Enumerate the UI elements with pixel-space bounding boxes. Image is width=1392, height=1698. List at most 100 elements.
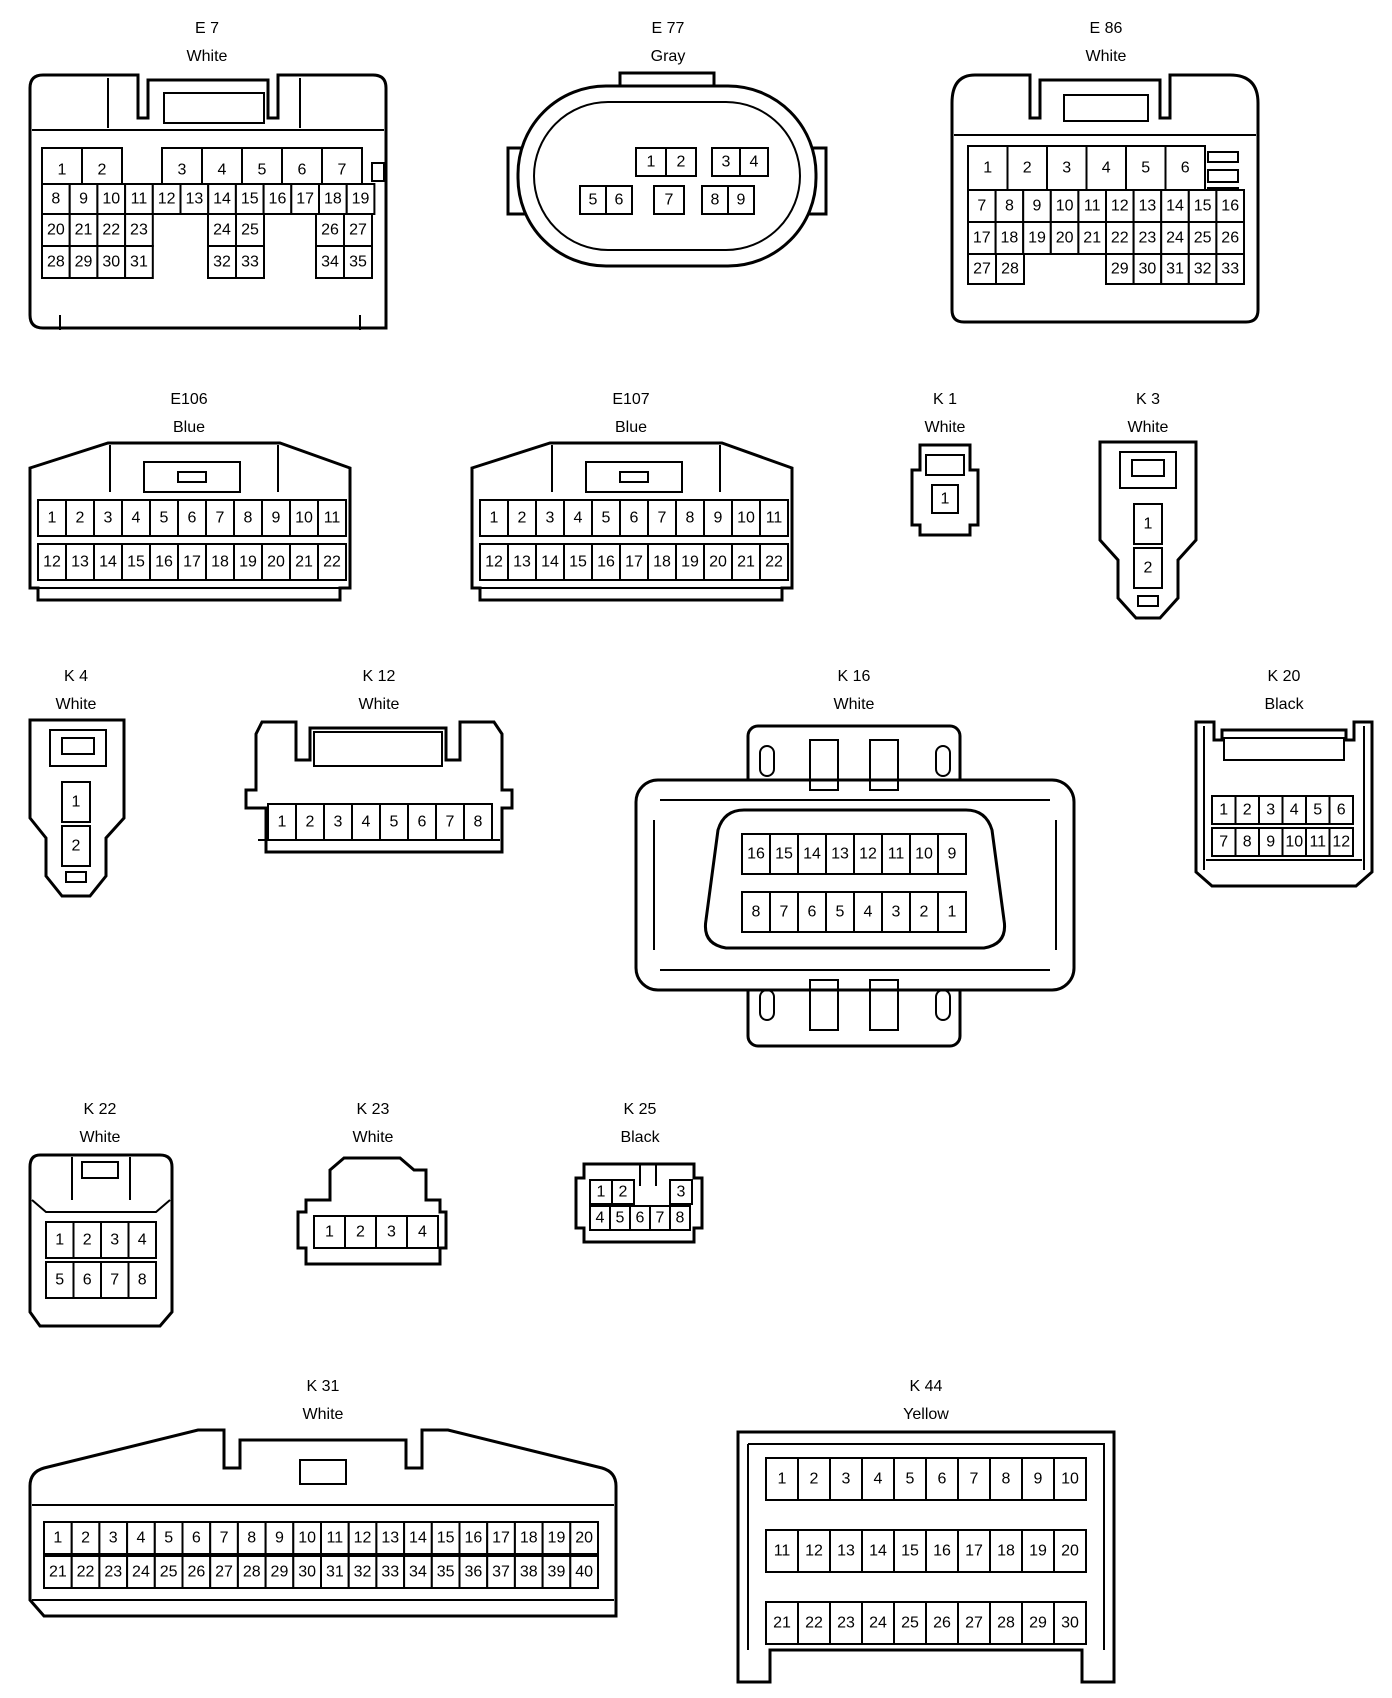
e7-pin-label: 26 [321,222,339,239]
e86-pin-label: 20 [1056,230,1074,247]
k23-pin-cell [375,1215,408,1249]
e77-pin-label: 4 [750,154,759,171]
k23-pin-label: 4 [418,1224,427,1241]
e106-pin-label: 14 [99,554,117,571]
k3-pin-cell [1133,503,1163,545]
k25-pin-label: 2 [619,1184,628,1201]
k31-pin-label: 22 [77,1564,95,1581]
connector-e107-code: E107 [612,391,649,408]
e7-pin-label: 32 [213,254,231,271]
k31-pin-label: 6 [192,1530,201,1547]
e106-pin-label: 3 [104,510,113,527]
k31-pin-label: 32 [354,1564,372,1581]
k22-pin-label: 8 [138,1272,147,1289]
e7-pin-cell [96,213,127,247]
e106-pin-label: 11 [324,510,341,527]
e77-pin-label: 8 [711,192,720,209]
k44-pin-label: 27 [965,1615,983,1632]
k20-pin-label: 7 [1219,834,1228,851]
e107-pin-cell [479,543,509,581]
k31-pin-cell [430,1521,461,1555]
e7-pin-label: 22 [102,222,120,239]
e7-pin-label: 33 [241,254,259,271]
k44-pin-label: 3 [842,1471,851,1488]
e7-pin-cell [41,213,71,247]
k44-pin-cell [1053,1529,1087,1573]
e86-pin-label: 6 [1181,160,1190,177]
e86-pin-label: 16 [1221,198,1239,215]
k31-pin-label: 17 [492,1530,510,1547]
e106-pin-label: 1 [48,510,57,527]
e86-pin-label: 13 [1139,198,1157,215]
e86-pin-cell [994,189,1025,223]
k31-pin-label: 34 [409,1564,427,1581]
k31-pin-cell [43,1521,73,1555]
k44-pin-label: 7 [970,1471,979,1488]
connector-k1-code: K 1 [933,391,957,408]
e106-pin-cell [205,543,235,581]
e7-pin-cell [124,213,154,247]
k44-pin-label: 6 [938,1471,947,1488]
e7-pin-label: 24 [213,222,231,239]
e7-pin-label: 14 [213,191,231,208]
e107-pin-cell [507,543,537,581]
k44-pin-cell [861,1457,895,1501]
e7-pin-label: 18 [324,191,342,208]
e107-pin-label: 14 [541,554,559,571]
e106-pin-label: 7 [216,510,225,527]
e7-pin-label: 35 [349,254,367,271]
e107-pin-label: 11 [766,510,783,527]
k25-pin-cell [669,1205,691,1231]
k44-pin-cell [1053,1601,1087,1645]
k31-pin-label: 20 [575,1530,593,1547]
k16-pin-cell [881,891,911,933]
e7-pin-cell [124,183,154,215]
e7-pin-label: 23 [130,222,148,239]
e106-pin-cell [317,543,347,581]
e107-pin-label: 15 [569,554,587,571]
k12-pin-label: 8 [474,814,483,831]
k20-pin-label: 2 [1243,802,1252,819]
e106-pin-cell [289,543,319,581]
k31-pin-label: 27 [215,1564,233,1581]
connector-k16-color: White [834,696,875,713]
k44-pin-cell [925,1529,959,1573]
e86-pin-label: 27 [973,261,991,278]
k16-pin-cell [853,891,883,933]
e7-pin-cell [68,245,99,279]
k20-pin-label: 8 [1243,834,1252,851]
k12-pin-cell [463,803,493,841]
e86-pin-label: 12 [1111,198,1129,215]
k25-pin-label: 5 [616,1210,625,1227]
connector-k12-color: White [359,696,400,713]
k3-pin-label: 2 [1144,560,1153,577]
k31-pin-label: 15 [437,1530,455,1547]
k31-pin-label: 14 [409,1530,427,1547]
e107-pin-label: 13 [513,554,531,571]
e86-pin-label: 4 [1102,160,1111,177]
connector-k22-code: K 22 [84,1101,117,1118]
e106-pin-label: 12 [43,554,61,571]
e86-pin-label: 7 [977,198,986,215]
e7-pin-label: 4 [218,162,227,179]
k44-pin-cell [861,1529,895,1573]
k31-pin-label: 28 [243,1564,261,1581]
e86-pin-cell [967,221,997,255]
k31-pin-cell [347,1521,378,1555]
e7-pin-label: 31 [130,254,148,271]
connector-k12-code: K 12 [363,668,396,685]
e7-pin-label: 10 [102,191,120,208]
e107-pin-cell [647,499,677,537]
e77-pin-label: 3 [722,154,731,171]
k16-pin-label: 12 [859,846,877,863]
e106-pin-cell [37,543,67,581]
k44-pin-label: 26 [933,1615,951,1632]
k44-pin-label: 2 [810,1471,819,1488]
k25-pin-label: 4 [596,1210,605,1227]
e77-pin-label: 6 [615,192,624,209]
k31-pin-cell [264,1555,295,1589]
e86-pin-cell [1085,145,1127,191]
